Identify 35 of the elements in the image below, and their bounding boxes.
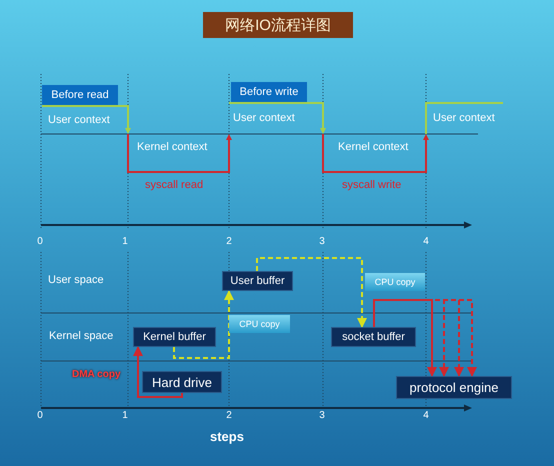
context-label: User context [433, 112, 495, 124]
tick-label: 3 [319, 410, 325, 421]
arrow [373, 299, 437, 377]
tag-box: Before read [42, 85, 118, 105]
edge-label: DMA copy [72, 369, 121, 380]
syscall-label: syscall write [342, 179, 402, 191]
buffer-box: User buffer [222, 271, 293, 291]
title: 网络IO流程详图 [203, 12, 353, 38]
context-label: Kernel context [137, 141, 208, 153]
tick-label: 0 [37, 236, 43, 247]
syscall-label: syscall read [145, 179, 204, 191]
tag-box: Before write [231, 82, 307, 102]
tick-label: 4 [423, 410, 429, 421]
tick-label: 4 [423, 236, 429, 247]
context-label: Kernel context [338, 141, 408, 153]
arrow [133, 346, 183, 398]
tick-label: 2 [226, 236, 232, 247]
context-label: User context [233, 112, 295, 124]
tick-label: 1 [122, 236, 128, 247]
arrow [173, 290, 234, 359]
operation-box: CPU copy [229, 315, 290, 333]
device-box: protocol engine [396, 376, 512, 399]
operation-box: CPU copy [365, 273, 425, 291]
region-label: User space [48, 274, 104, 286]
context-label: User context [48, 114, 110, 126]
buffer-box: socket buffer [331, 327, 416, 347]
axis-title: steps [210, 429, 244, 444]
device-box: Hard drive [142, 371, 222, 393]
tick-label: 2 [226, 410, 232, 421]
arrow [256, 257, 367, 328]
buffer-box: Kernel buffer [133, 327, 216, 347]
region-label: Kernel space [49, 330, 114, 342]
tick-label: 0 [37, 410, 43, 421]
tick-label: 1 [122, 410, 128, 421]
tick-label: 3 [319, 236, 325, 247]
